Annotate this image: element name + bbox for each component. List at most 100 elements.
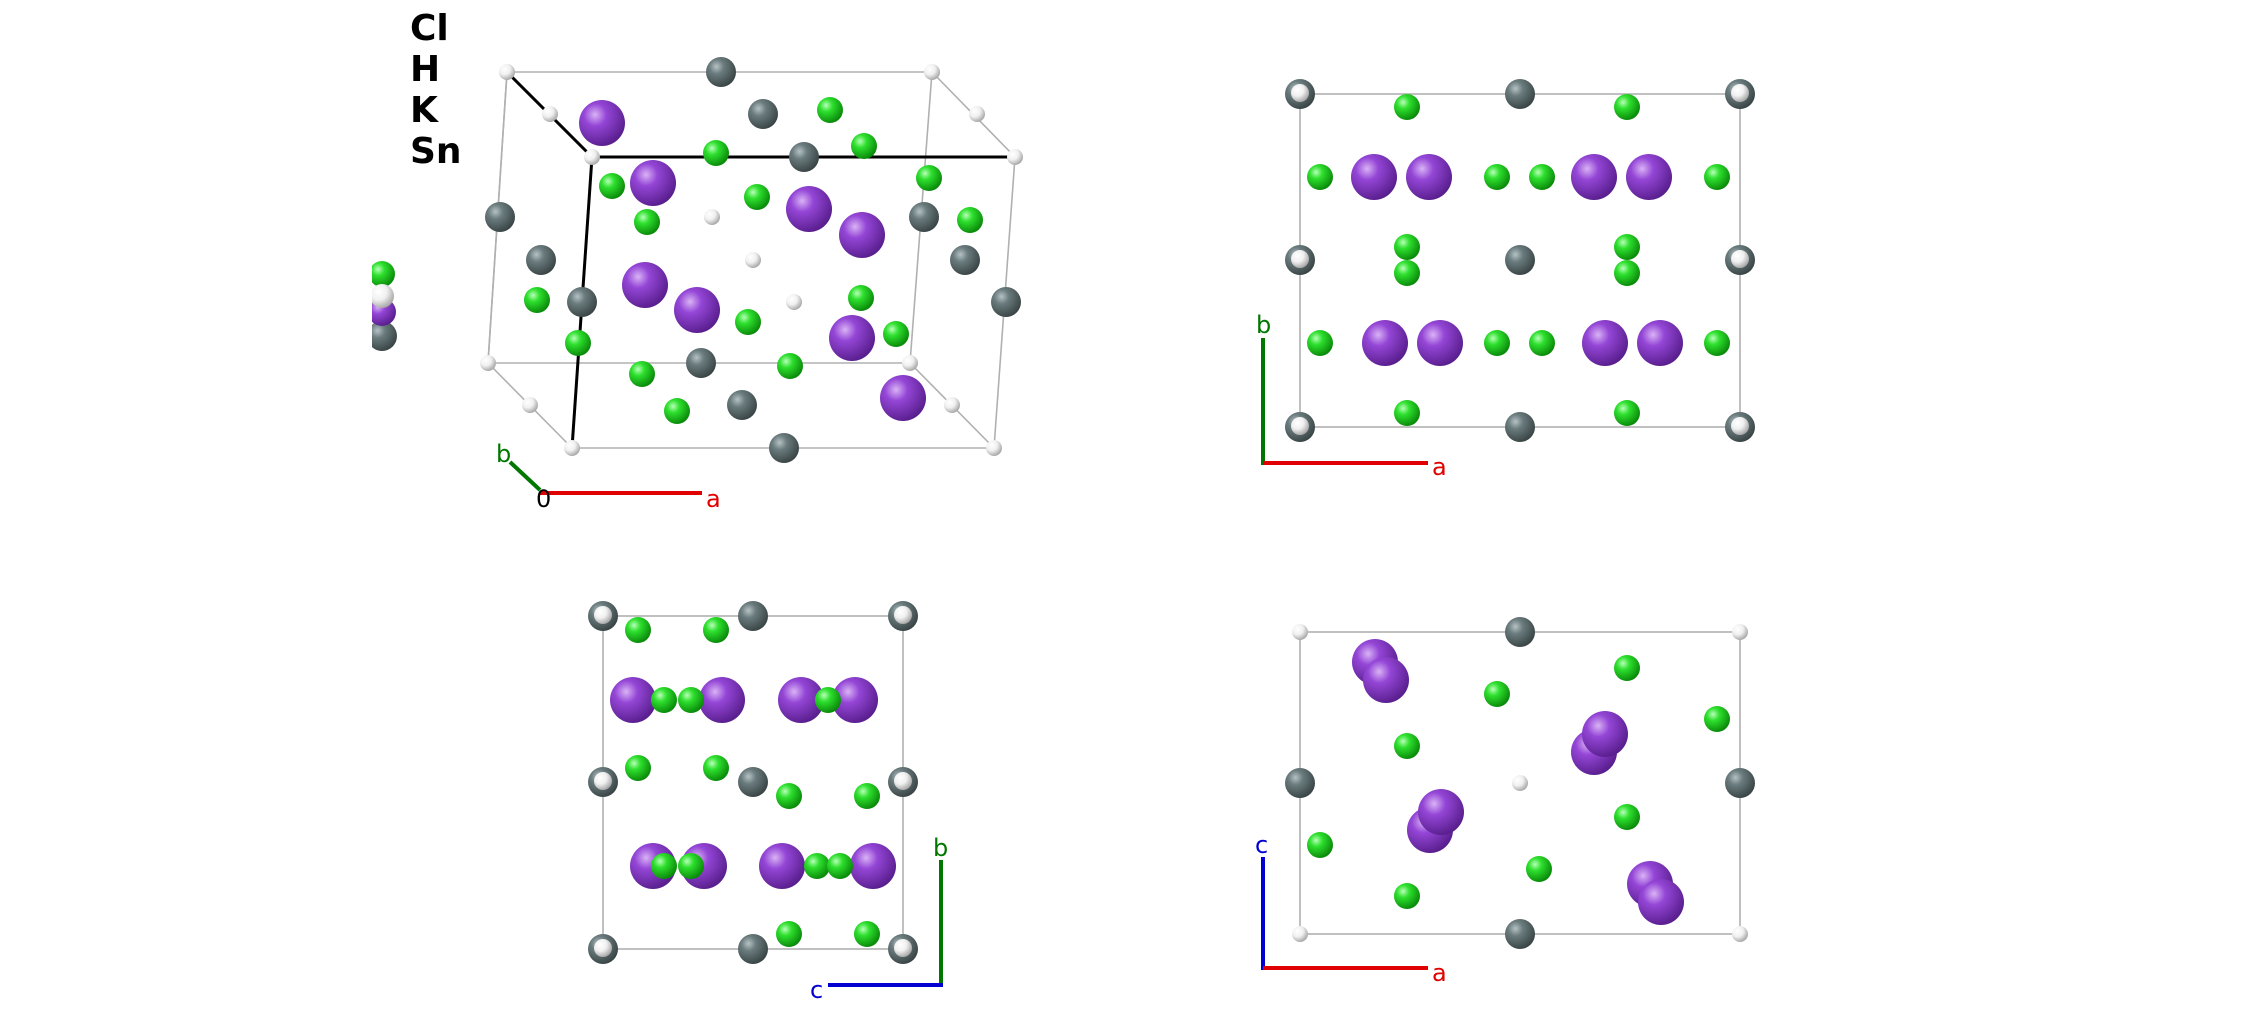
atom-cl [744, 184, 770, 210]
panel-ab-view: b a [1256, 79, 1755, 481]
atom-k [622, 262, 668, 308]
atom-cl [1307, 330, 1333, 356]
atom-h [894, 606, 912, 624]
atom-cl [1394, 733, 1420, 759]
atom-h [1731, 250, 1749, 268]
atom-k [1418, 789, 1464, 835]
atom-h [894, 772, 912, 790]
legend-item-sn: Sn [410, 131, 462, 172]
atom-cl [1704, 330, 1730, 356]
atom-sn [372, 321, 397, 351]
atom-h [1732, 926, 1748, 942]
atom-cl [1614, 260, 1640, 286]
atom-cl [804, 853, 830, 879]
atom-cl [1394, 400, 1420, 426]
atom-h [1292, 624, 1308, 640]
atom-cl [1704, 706, 1730, 732]
atom-k [1637, 320, 1683, 366]
panel-perspective-view: b 0 a [372, 57, 1023, 513]
atom-cl [678, 853, 704, 879]
atom-sn [950, 245, 980, 275]
atom-h [704, 209, 720, 225]
atom-h [522, 397, 538, 413]
atom-sn [1725, 768, 1755, 798]
atom-h [1731, 84, 1749, 102]
atom-cl [664, 398, 690, 424]
atom-cl [372, 261, 395, 287]
atom-h [1292, 926, 1308, 942]
atom-cl [777, 353, 803, 379]
atom-h [944, 397, 960, 413]
atom-cl [817, 97, 843, 123]
axis-a-label: a [1432, 453, 1447, 481]
atom-h [1731, 417, 1749, 435]
atom-cl [1614, 804, 1640, 830]
atom-sn [1505, 617, 1535, 647]
atom-cl [854, 921, 880, 947]
atom-cl [854, 783, 880, 809]
axis-a-label: a [706, 485, 721, 513]
atom-cl [1614, 94, 1640, 120]
atom-sn [789, 142, 819, 172]
atom-cl [599, 173, 625, 199]
atom-cl [634, 209, 660, 235]
atom-h [902, 355, 918, 371]
atom-cl [1614, 655, 1640, 681]
atom-h [564, 440, 580, 456]
atom-sn [748, 99, 778, 129]
atom-h [1291, 417, 1309, 435]
atom-sn [567, 287, 597, 317]
atom-cl [565, 330, 591, 356]
axis-indicator-perspective: b 0 a [496, 440, 721, 513]
atom-cl [629, 361, 655, 387]
atoms-ac [1285, 617, 1755, 949]
atom-cl [1394, 260, 1420, 286]
panel-ac-view: c a [1255, 617, 1755, 987]
legend-item-k: K [410, 90, 438, 131]
atom-k [1362, 320, 1408, 366]
atom-sn [526, 245, 556, 275]
atom-cl [827, 853, 853, 879]
atom-cl [1394, 94, 1420, 120]
atom-cl [703, 140, 729, 166]
atom-sn [727, 390, 757, 420]
atom-k [1363, 657, 1409, 703]
atom-cl [1307, 164, 1333, 190]
atom-cl [1394, 883, 1420, 909]
atom-k [699, 677, 745, 723]
atom-k [786, 186, 832, 232]
axis-b-label: b [933, 834, 948, 862]
atom-cl [1484, 164, 1510, 190]
atom-h [1291, 84, 1309, 102]
atom-cl [1484, 330, 1510, 356]
atom-h [594, 772, 612, 790]
element-legend: Cl H K Sn [410, 8, 462, 172]
atom-cl [1614, 400, 1640, 426]
atom-h [986, 440, 1002, 456]
atom-cl [651, 687, 677, 713]
atom-cl [883, 321, 909, 347]
atom-k [1571, 154, 1617, 200]
legend-item-h: H [410, 49, 441, 90]
atom-h [786, 294, 802, 310]
atom-sn [769, 433, 799, 463]
axis-indicator-cb: b c [810, 834, 948, 1004]
atom-cl [851, 133, 877, 159]
atom-h [480, 355, 496, 371]
atom-h [924, 64, 940, 80]
atom-k [1582, 320, 1628, 366]
atom-h [1512, 775, 1528, 791]
atom-sn [991, 287, 1021, 317]
atoms-partial-edge [372, 261, 397, 351]
atom-h [372, 284, 394, 308]
atom-h [1007, 149, 1023, 165]
atom-cl [957, 207, 983, 233]
axis-c-label: c [810, 976, 823, 1004]
atom-h [499, 64, 515, 80]
atom-k [778, 677, 824, 723]
atom-sn [1505, 412, 1535, 442]
atom-h [594, 606, 612, 624]
atom-cl [703, 617, 729, 643]
atom-sn [485, 202, 515, 232]
